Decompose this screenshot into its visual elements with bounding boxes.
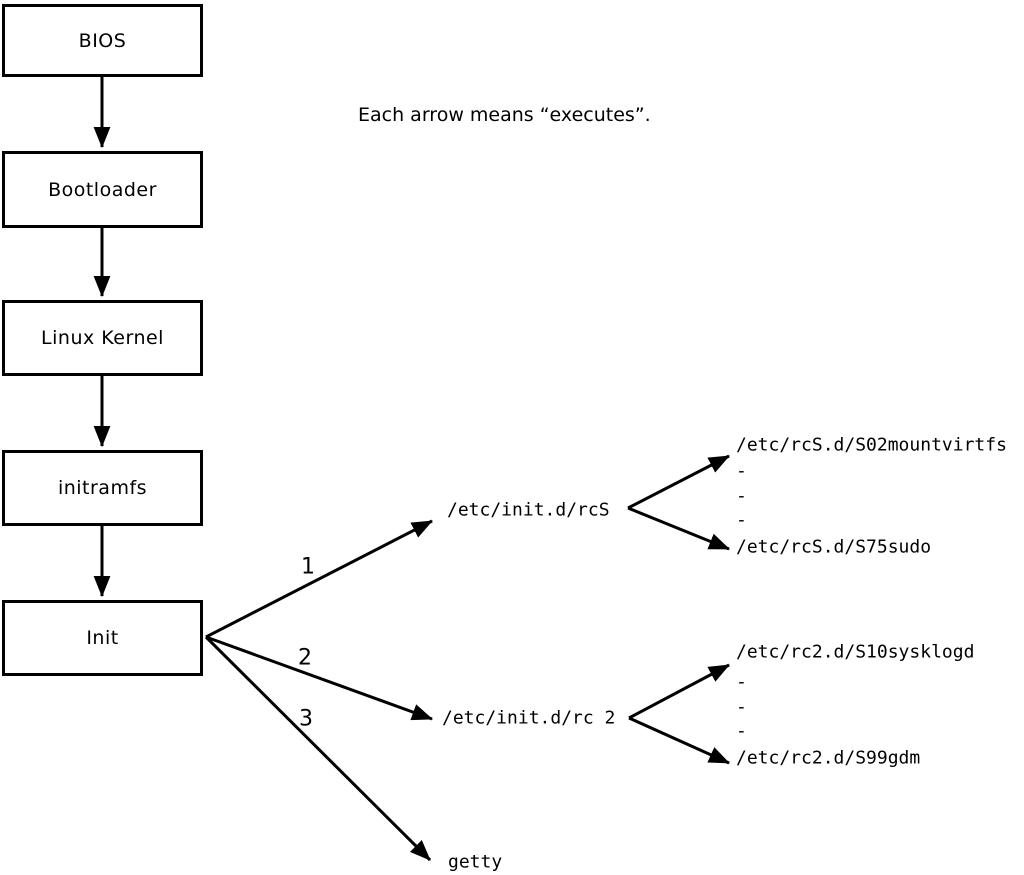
branch-number-2: 2 [298,645,312,671]
node-bios-label: BIOS [78,29,127,52]
rc2-ellipsis-dash: - [736,671,747,693]
rcs-first-script: /etc/rcS.d/S02mountvirtfs [736,434,1007,456]
rcs-last-script: /etc/rcS.d/S75sudo [736,536,932,558]
rcs-ellipsis-dash: - [736,460,747,482]
node-linux-kernel-label: Linux Kernel [41,327,164,349]
rcs-ellipsis-dash: - [736,485,747,507]
arrow-rc2-to-last-script [628,716,730,765]
node-bios: BIOS [2,4,203,77]
node-bootloader: Bootloader [2,151,203,228]
arrow-rcs-to-last-script [627,506,730,551]
arrow-init-to-rc2 [205,635,433,721]
rc2-ellipsis-dash: - [736,696,747,718]
legend-note: Each arrow means “executes”. [358,104,651,126]
target-rc2-script: /etc/init.d/rc 2 [442,707,616,729]
node-initramfs: initramfs [2,450,203,526]
node-linux-kernel: Linux Kernel [2,300,203,376]
node-init: Init [2,600,203,676]
node-init-label: Init [86,627,119,649]
rc2-first-script: /etc/rc2.d/S10sysklogd [736,641,975,663]
node-bootloader-label: Bootloader [48,178,157,201]
arrow-rcs-to-first-script [627,454,730,510]
arrow-rc2-to-first-script [628,663,730,720]
rc2-ellipsis-dash: - [736,720,747,742]
rc2-last-script: /etc/rc2.d/S99gdm [736,747,921,769]
target-rcs-script: /etc/init.d/rcS [447,499,610,521]
branch-number-1: 1 [301,554,315,580]
node-initramfs-label: initramfs [57,477,148,499]
arrow-init-to-getty [204,635,432,862]
rcs-ellipsis-dash: - [736,509,747,531]
target-getty: getty [448,851,503,873]
branch-number-3: 3 [299,706,313,732]
arrow-init-to-rcs [205,519,433,639]
